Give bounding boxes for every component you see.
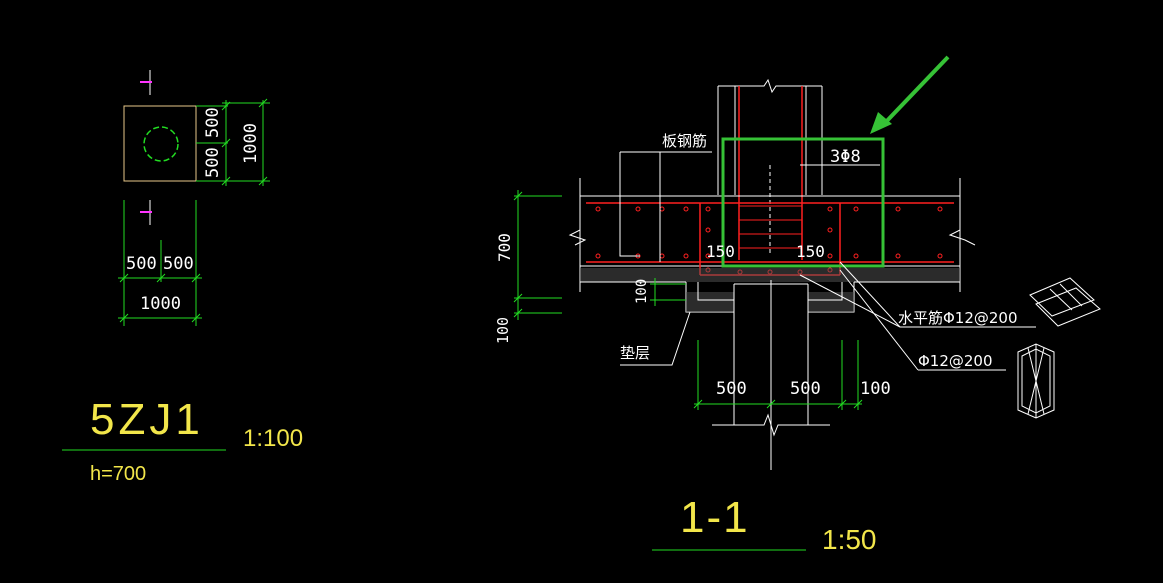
label-100-b: 100 [494, 317, 512, 344]
rebar-cage-sketch [1017, 343, 1055, 419]
cushion-layer [580, 268, 960, 282]
label-150-right: 150 [796, 242, 825, 261]
plan-dim-top: 500 [203, 107, 223, 138]
dim-100: 100 [860, 379, 891, 399]
section-title: 1-1 [680, 493, 750, 542]
plan-dim-total: 1000 [241, 123, 261, 164]
plan-view: 500 500 1000 500 500 1000 5ZJ1 1:100 h=7… [62, 70, 303, 485]
highlight-arrow [880, 55, 950, 128]
label-700: 700 [495, 233, 514, 262]
highlight-arrowhead [870, 112, 892, 134]
label-slab-rebar: 板钢筋 [662, 132, 707, 150]
section-view: 板钢筋 3Φ8 150 150 700 100 100 垫层 水平筋Φ12@20… [494, 55, 1101, 555]
label-3phi8: 3Φ8 [830, 147, 861, 167]
label-cushion: 垫层 [620, 344, 650, 362]
plan-bottom-dim-total: 1000 [140, 294, 181, 314]
plan-scale: 1:100 [243, 425, 303, 452]
label-150-left: 150 [706, 242, 735, 261]
plan-title: 5ZJ1 [90, 395, 204, 444]
plan-height: h=700 [90, 463, 146, 485]
label-phi12: Φ12@200 [918, 352, 993, 370]
plan-dim-bottom: 500 [203, 147, 223, 178]
plan-bottom-dim-right: 500 [163, 254, 194, 274]
section-scale: 1:50 [822, 524, 877, 555]
dim-500-right: 500 [790, 379, 821, 399]
plan-bottom-dim-left: 500 [126, 254, 157, 274]
dim-500-left: 500 [716, 379, 747, 399]
label-100-a: 100 [634, 279, 650, 304]
highlight-box [721, 137, 885, 268]
column-break-top [718, 78, 822, 94]
rebar-dots [595, 206, 943, 275]
rebar-mesh-sketch [1029, 277, 1101, 327]
plan-footing-box [123, 105, 197, 182]
plan-pile-circle [143, 126, 179, 162]
label-horizontal-rebar: 水平筋Φ12@200 [898, 309, 1018, 327]
